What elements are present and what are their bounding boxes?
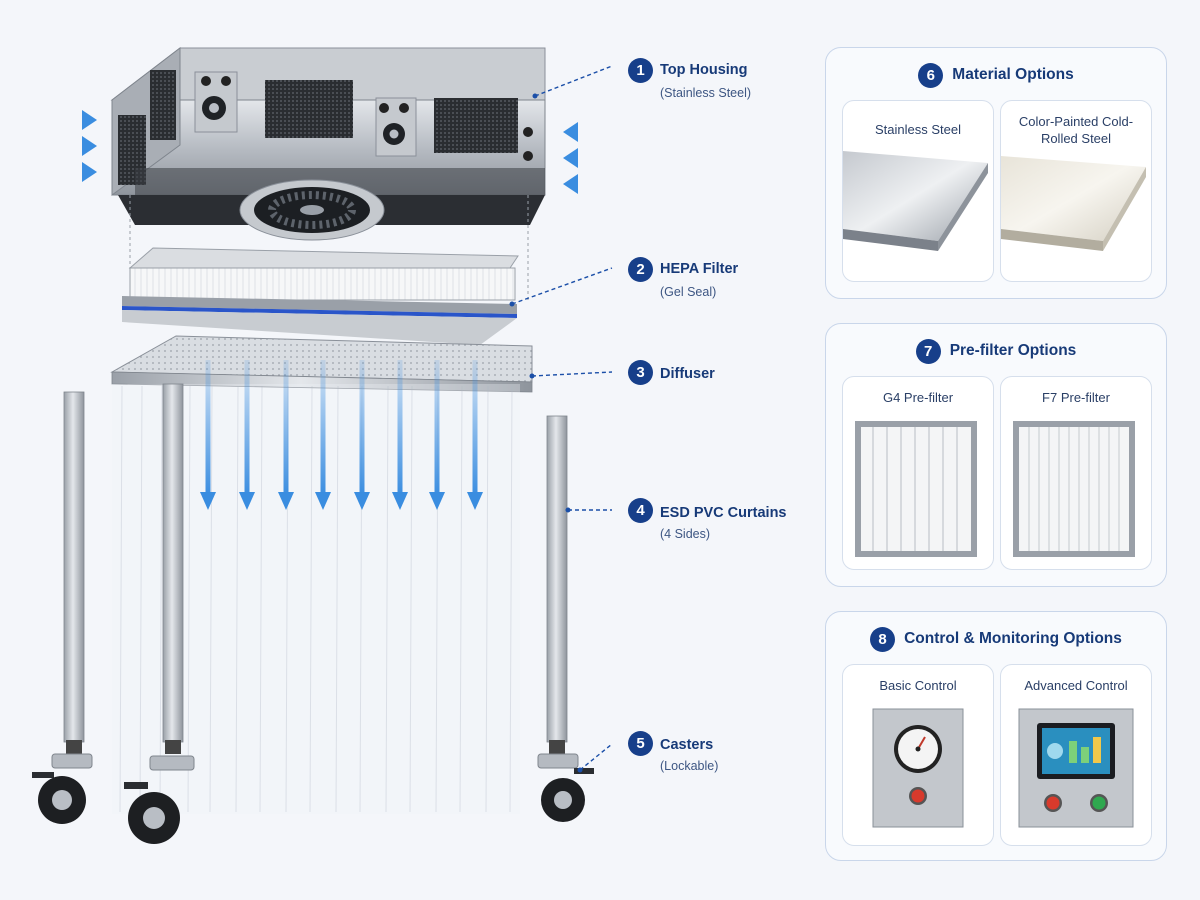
f7-prefilter-image [1013, 421, 1135, 557]
option-label: F7 Pre-filter [1042, 390, 1110, 405]
panel-number: 8 [870, 626, 896, 652]
airflow-arrows-right [563, 122, 628, 194]
gauge-icon [894, 725, 942, 773]
callout-title: Casters [660, 737, 714, 753]
panel-header: 7 Pre-filter Options [826, 338, 1166, 364]
panel-title: Pre-filter Options [949, 342, 1077, 359]
callout-title: Top Housing [660, 62, 748, 78]
panel-header: 6 Material Options [826, 62, 1166, 88]
option-card-basic-control[interactable]: Basic Control [842, 664, 994, 846]
g4-prefilter-image [855, 421, 977, 557]
fan-icon [239, 179, 385, 241]
callout-number: 4 [628, 498, 653, 523]
painted-steel-sample [1001, 156, 1146, 251]
leader-lines [509, 65, 613, 773]
callout-number: 3 [628, 360, 653, 385]
touchscreen-icon [1037, 723, 1115, 779]
panel-title: Control & Monitoring Options [904, 630, 1122, 647]
downflow-arrows [200, 360, 483, 510]
callout-subtitle: (4 Sides) [660, 527, 711, 541]
top-housing [110, 46, 546, 241]
option-label: Stainless Steel [875, 122, 961, 137]
callout-title: ESD PVC Curtains [660, 505, 787, 521]
caster [537, 740, 594, 822]
option-label: Color-Painted Cold-Rolled Steel [1018, 114, 1134, 146]
callout-number: 2 [628, 257, 653, 282]
option-label: Advanced Control [1024, 678, 1128, 693]
option-label: Basic Control [879, 678, 957, 693]
control-options-panel: 8 Control & Monitoring Options Basic Con… [825, 611, 1167, 861]
option-card-f7-prefilter[interactable]: F7 Pre-filter [1000, 376, 1152, 570]
callout-subtitle: (Lockable) [660, 759, 719, 773]
callout-subtitle: (Stainless Steel) [660, 86, 752, 100]
callout-title: HEPA Filter [660, 261, 739, 277]
material-options-panel: 6 Material Options Stainless Steel Color… [825, 47, 1167, 299]
panel-header: 8 Control & Monitoring Options [826, 626, 1166, 652]
prefilter-options-panel: 7 Pre-filter Options G4 Pre-filter F7 Pr… [825, 323, 1167, 587]
panel-title: Material Options [952, 66, 1074, 83]
fan-filter-unit-illustration [22, 46, 628, 844]
option-card-advanced-control[interactable]: Advanced Control [1000, 664, 1152, 846]
panel-number: 6 [918, 62, 944, 88]
frame-legs [63, 383, 568, 743]
hepa-filter [122, 247, 519, 345]
option-card-stainless-steel[interactable]: Stainless Steel [842, 100, 994, 282]
option-label: G4 Pre-filter [882, 390, 954, 405]
option-card-g4-prefilter[interactable]: G4 Pre-filter [842, 376, 994, 570]
caster [124, 740, 195, 844]
advanced-control-panel-image [1018, 708, 1134, 828]
stainless-steel-sample [843, 151, 988, 251]
option-card-color-painted-steel[interactable]: Color-Painted Cold-Rolled Steel [1000, 100, 1152, 282]
callout-number: 5 [628, 731, 653, 756]
callout-title: Diffuser [660, 366, 715, 382]
basic-control-panel-image [872, 708, 964, 828]
panel-number: 7 [915, 338, 941, 364]
airflow-arrows-left [22, 110, 97, 182]
callout-number: 1 [628, 58, 653, 83]
callout-subtitle: (Gel Seal) [660, 285, 717, 299]
caster [32, 740, 93, 824]
